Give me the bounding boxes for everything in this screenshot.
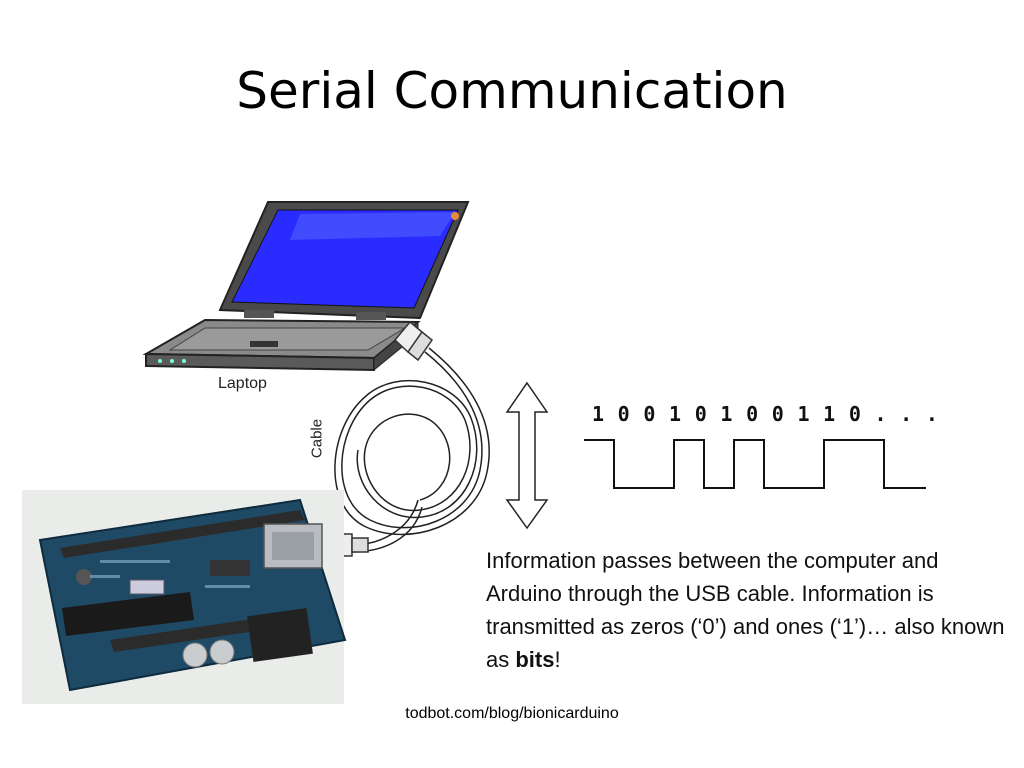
- slide-title: Serial Communication: [236, 62, 788, 120]
- bit-waveform: [584, 439, 926, 489]
- bidirectional-arrow-icon: [505, 381, 549, 530]
- bit-sequence: 1 0 0 1 0 1 0 0 1 1 0 . . .: [592, 402, 939, 426]
- info-text: Information passes between the computer …: [486, 548, 1005, 672]
- info-paragraph: Information passes between the computer …: [486, 544, 1016, 676]
- cable-label: Cable: [308, 418, 326, 459]
- source-credit: todbot.com/blog/bionicarduino: [405, 705, 619, 722]
- laptop-icon: [142, 201, 470, 372]
- arduino-board-image: [22, 490, 347, 704]
- info-text-end: !: [554, 647, 561, 672]
- info-bits-word: bits: [515, 647, 555, 672]
- usb-plug-laptop-icon: [393, 320, 434, 362]
- usb-cable-icon: [334, 347, 490, 553]
- laptop-label: Laptop: [218, 375, 267, 392]
